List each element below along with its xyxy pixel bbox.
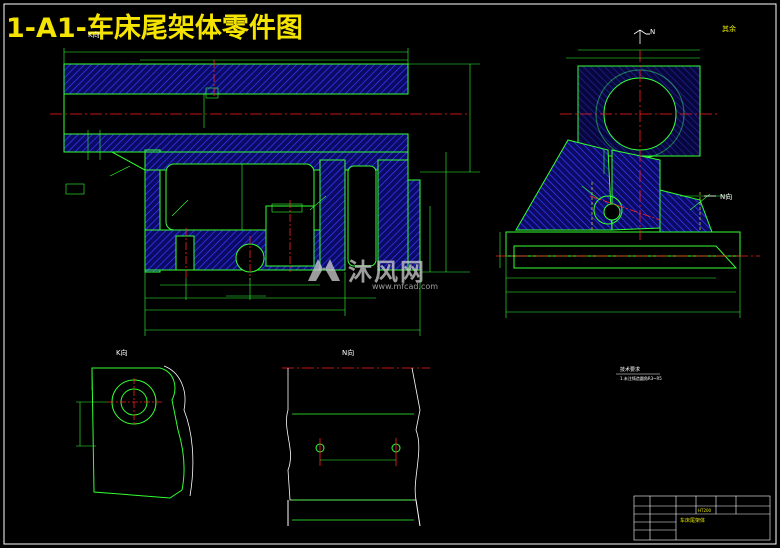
- view-k-marker-label: K向: [88, 31, 100, 39]
- watermark-url: www.mfcad.com: [372, 282, 439, 291]
- view-n-marker-label: N: [650, 28, 656, 36]
- view-k-title: K向: [116, 349, 128, 357]
- tech-requirements-line: 1.未注铸造圆角R3~R5: [620, 376, 662, 381]
- roughness-symbol: 其余: [722, 25, 736, 33]
- view-n-side-label: N向: [720, 193, 733, 201]
- side-view: [496, 29, 760, 318]
- k-view: [76, 365, 194, 499]
- watermark: 沐风网: [304, 252, 426, 287]
- watermark-logo-icon: [308, 258, 340, 281]
- watermark-brand: 沐风网: [348, 258, 426, 286]
- view-n-title: N向: [342, 349, 355, 357]
- drawing-title: 1-A1-车床尾架体零件图: [6, 13, 303, 44]
- n-view: [282, 367, 430, 527]
- title-block: [633, 495, 771, 541]
- tech-requirements-title: 技术要求: [620, 367, 641, 373]
- front-view: [50, 48, 480, 336]
- title-block-part-name: 车床尾架体: [680, 518, 706, 524]
- title-block-material: HT200: [698, 508, 712, 513]
- sheet-border: [3, 3, 777, 545]
